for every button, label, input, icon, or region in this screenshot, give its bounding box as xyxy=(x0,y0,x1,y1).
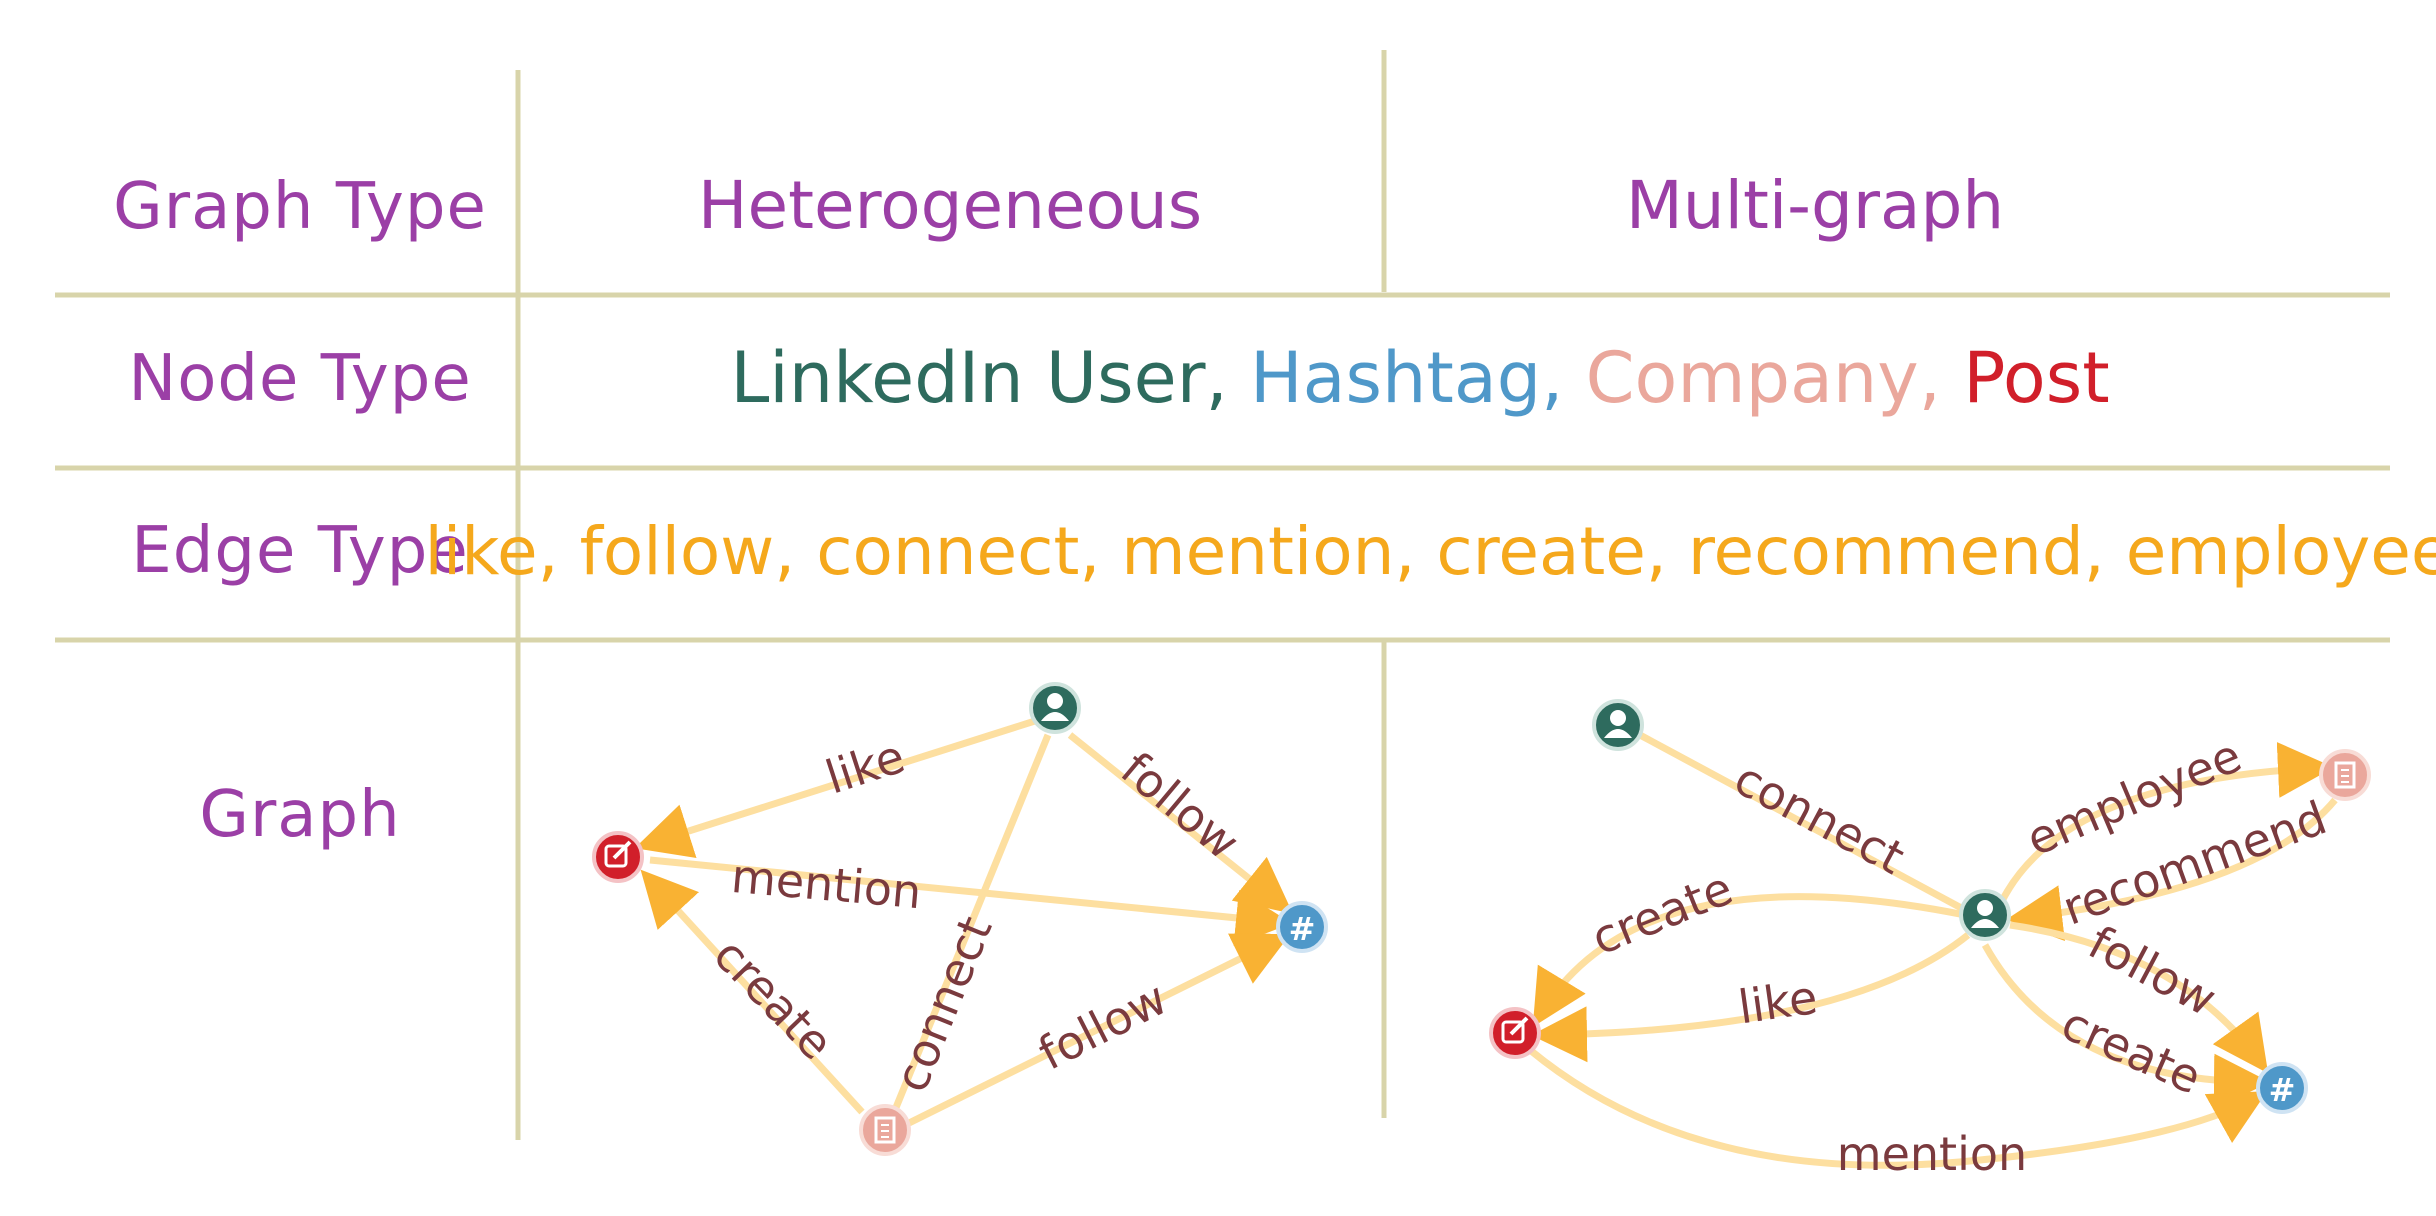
edge-label-follow-2: follow xyxy=(1030,971,1175,1081)
hashtag-node: # xyxy=(1276,901,1328,953)
edge-label-mention: mention xyxy=(1837,1127,2027,1181)
company-node xyxy=(2319,749,2371,801)
user-icon xyxy=(1041,693,1069,721)
user-node xyxy=(1959,889,2011,941)
table-grid xyxy=(55,50,2390,1140)
edge-label-like: like xyxy=(1735,970,1821,1034)
edit-icon xyxy=(1501,1016,1529,1044)
row-label-graph: Graph xyxy=(199,778,400,852)
row-label-edge-type: Edge Type xyxy=(131,514,468,588)
edge-recommend xyxy=(2006,797,2338,941)
edge-follow-2 xyxy=(903,933,1291,1129)
user-icon xyxy=(1604,710,1632,738)
cell-heterogeneous: Heterogeneous xyxy=(698,167,1202,244)
node-type-post: Post xyxy=(1963,337,2109,419)
edge-employee xyxy=(1996,741,2334,907)
edge-type-list: like, follow, connect, mention, create, … xyxy=(425,513,2436,590)
edge-label-follow: follow xyxy=(1111,741,1250,870)
edge-connect xyxy=(891,733,1052,1112)
user-icon xyxy=(1971,900,1999,928)
edge-follow xyxy=(1067,732,1293,914)
edge-label-connect: connect xyxy=(884,909,1003,1099)
row-label-graph-type: Graph Type xyxy=(113,170,487,244)
edge-label-mention: mention xyxy=(729,849,923,919)
edge-label-connect: connect xyxy=(1726,751,1913,885)
edge-create xyxy=(1532,893,1966,1027)
edge-label-create: create xyxy=(703,928,843,1071)
node-type-list: LinkedIn User, Hashtag, Company, Post xyxy=(730,337,2109,419)
user-node xyxy=(1592,699,1644,751)
row-label-node-type: Node Type xyxy=(128,342,471,416)
node-type-company: Company, xyxy=(1586,337,1941,419)
edge-label-like: like xyxy=(819,729,911,805)
edge-create-2 xyxy=(1981,943,2270,1110)
cell-multigraph: Multi-graph xyxy=(1626,167,2004,244)
edit-icon xyxy=(604,840,632,868)
heterogeneous-graph: like follow mention connect create follo… xyxy=(592,682,1328,1156)
company-node xyxy=(859,1104,911,1156)
hashtag-icon: # xyxy=(2269,1071,2296,1109)
edge-like xyxy=(634,716,1040,858)
edge-create xyxy=(640,869,865,1115)
edge-follow xyxy=(2009,921,2269,1074)
hashtag-icon: # xyxy=(1289,910,1316,948)
edge-mention xyxy=(649,856,1292,946)
user-node xyxy=(1029,682,1081,734)
multi-graph: connect employee recommend create like f… xyxy=(1489,699,2371,1181)
post-node xyxy=(592,831,644,883)
edge-like xyxy=(1531,932,1971,1063)
edge-connect xyxy=(1638,731,1967,914)
edge-label-create: create xyxy=(1584,861,1740,966)
post-node xyxy=(1489,1007,1541,1059)
building-icon xyxy=(2334,761,2356,789)
edge-mention xyxy=(1527,1047,2268,1169)
hashtag-node: # xyxy=(2256,1062,2308,1114)
node-type-user: LinkedIn User, xyxy=(730,337,1227,419)
node-type-hashtag: Hashtag, xyxy=(1250,337,1563,419)
building-icon xyxy=(874,1116,896,1144)
